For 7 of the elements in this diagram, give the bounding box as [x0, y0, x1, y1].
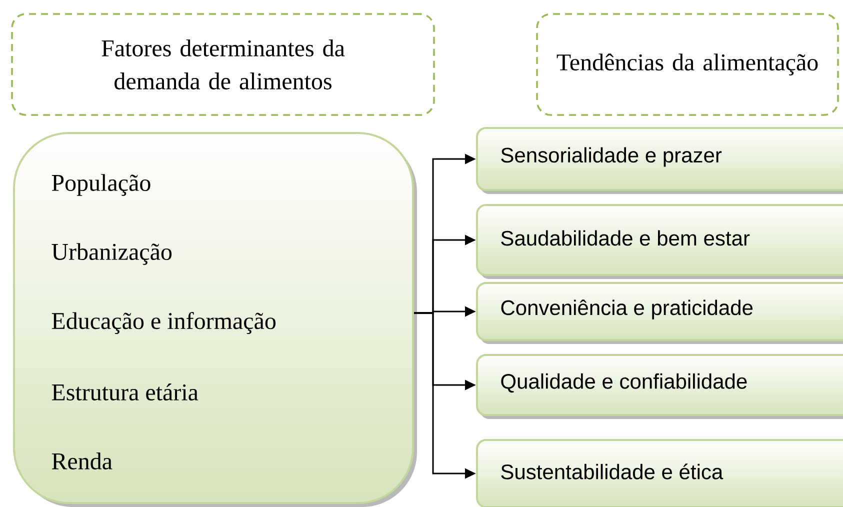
trend-box: Saudabilidade e bem estar [476, 204, 843, 279]
heading-box: Fatores determinantes da demanda de alimentos [11, 13, 435, 116]
trend-box: Sensorialidade e prazer [476, 127, 843, 194]
trend-box: Conveniência e praticidade [476, 282, 843, 344]
heading-box: Tendências da alimentação [536, 13, 839, 116]
trend-box: Qualidade e confiabilidade [476, 354, 843, 419]
trend-box: Sustentabilidade e ética [476, 439, 843, 507]
